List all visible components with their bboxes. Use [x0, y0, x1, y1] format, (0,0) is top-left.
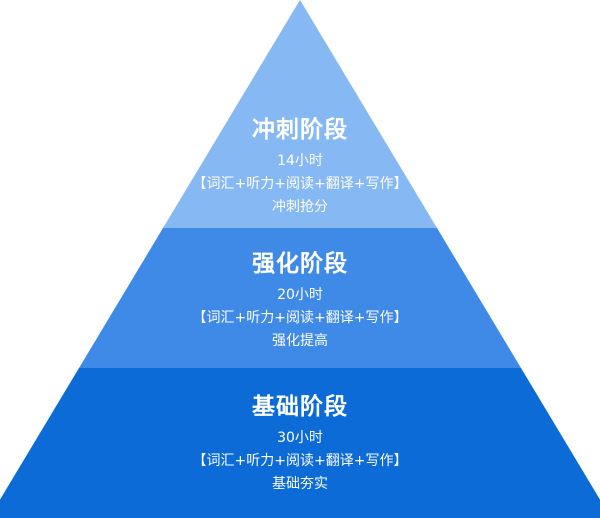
- tier-base-goal: 基础夯实: [272, 476, 328, 492]
- pyramid-tier-middle: [79, 228, 521, 368]
- tier-top-label-group: 冲刺阶段 14小时 【词汇+听力+阅读+翻译+写作】 冲刺抢分: [0, 110, 600, 219]
- tier-top-goal: 冲刺抢分: [272, 199, 328, 215]
- tier-middle-label-group: 强化阶段 20小时 【词汇+听力+阅读+翻译+写作】 强化提高: [0, 244, 600, 353]
- pyramid-tier-base: [0, 368, 600, 518]
- tier-base-label-group: 基础阶段 30小时 【词汇+听力+阅读+翻译+写作】 基础夯实: [0, 387, 600, 496]
- tier-middle-title: 强化阶段: [252, 251, 348, 277]
- tier-top-hours: 14小时: [277, 153, 323, 169]
- tier-top-title: 冲刺阶段: [252, 117, 348, 143]
- tier-base-hours: 30小时: [277, 430, 323, 446]
- tier-base-title: 基础阶段: [252, 394, 348, 420]
- tier-base-skills: 【词汇+听力+阅读+翻译+写作】: [192, 453, 408, 469]
- pyramid-tier-top: [163, 0, 437, 228]
- tier-middle-skills: 【词汇+听力+阅读+翻译+写作】: [192, 310, 408, 326]
- tier-top-skills: 【词汇+听力+阅读+翻译+写作】: [192, 176, 408, 192]
- tier-middle-goal: 强化提高: [272, 333, 328, 349]
- tier-middle-hours: 20小时: [277, 287, 323, 303]
